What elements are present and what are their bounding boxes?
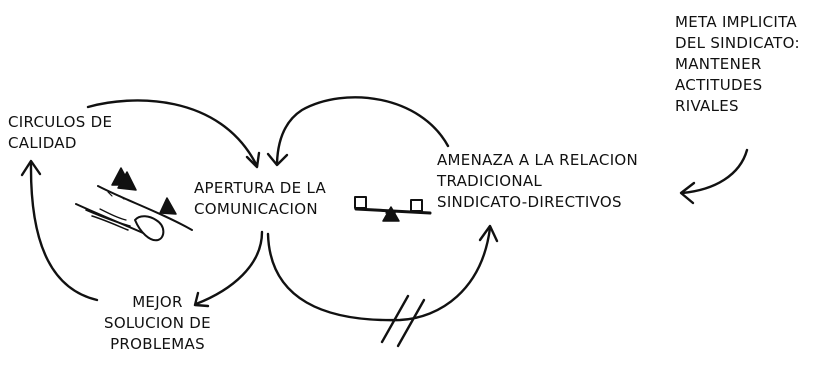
node-label-line: DEL SINDICATO: (675, 34, 800, 52)
arrowhead-apertura-right (266, 152, 289, 167)
arrow-apertura-to-amenaza (266, 226, 492, 322)
arrowhead-mejor (193, 291, 210, 308)
arrowhead-circulos (20, 159, 42, 177)
arrow-mejor-to-circulos (29, 161, 99, 302)
delay-mark-icon (380, 294, 426, 348)
node-label-line: MANTENER (675, 55, 762, 73)
node-label-line: ACTITUDES (675, 76, 763, 94)
node-label-line: COMUNICACION (194, 200, 318, 218)
node-label-line: APERTURA DE LA (194, 179, 327, 197)
node-label-line: SOLUCION DE (104, 314, 211, 332)
node-label-line: MEJOR (132, 293, 183, 311)
node-mejor-solucion: MEJOR SOLUCION DE PROBLEMAS (104, 292, 211, 355)
node-label-line: PROBLEMAS (110, 335, 205, 353)
seesaw-balance-icon (354, 196, 432, 222)
arrowhead-amenaza (478, 224, 499, 243)
node-label-line: AMENAZA A LA RELACION (437, 151, 639, 169)
node-meta-implicita: META IMPLICITA DEL SINDICATO: MANTENER A… (675, 12, 800, 117)
arrow-apertura-to-mejor (194, 230, 264, 306)
arrowhead-amenaza-right (679, 181, 696, 205)
arrow-circulos-to-apertura (86, 99, 259, 168)
arrow-meta-to-amenaza (680, 148, 749, 195)
node-label-line: RIVALES (675, 97, 739, 115)
snowball-rolling-downhill-icon (75, 167, 193, 242)
node-label-line: CIRCULOS DE (8, 113, 113, 131)
arrowhead-apertura-left (245, 151, 261, 169)
node-circulos-de-calidad: CIRCULOS DE CALIDAD (8, 112, 112, 154)
node-apertura-comunicacion: APERTURA DE LA COMUNICACION (194, 178, 326, 220)
arrow-amenaza-to-apertura (275, 96, 450, 165)
node-label-line: META IMPLICITA (675, 13, 797, 31)
node-amenaza-relacion: AMENAZA A LA RELACION TRADICIONAL SINDIC… (437, 150, 638, 213)
node-label-line: SINDICATO-DIRECTIVOS (437, 193, 622, 211)
node-label-line: CALIDAD (8, 134, 77, 152)
node-label-line: TRADICIONAL (437, 172, 543, 190)
